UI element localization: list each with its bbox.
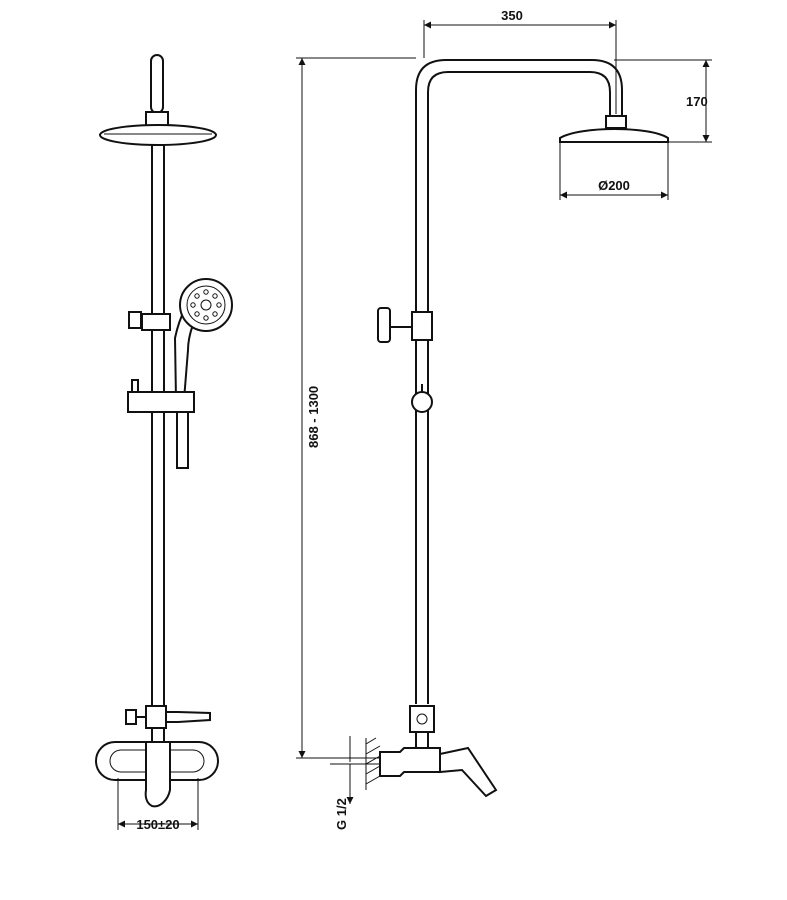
height-range-label: 868 - 1300 — [306, 386, 321, 448]
riser-top-cap — [150, 54, 164, 114]
side-view: G 1/2 — [310, 59, 669, 830]
riser-lower-side — [415, 731, 429, 749]
hand-shower-holder — [127, 391, 195, 413]
rain-head-side — [559, 128, 669, 143]
inlet-spacing-label: 150±20 — [136, 817, 179, 832]
diverter-left — [125, 709, 137, 725]
diverter-side — [409, 705, 435, 733]
height-knob-side — [377, 307, 391, 343]
clamp-side — [411, 311, 433, 341]
head-joint — [605, 115, 627, 129]
front-view: 150±20 — [95, 54, 233, 832]
overhead-arm-outer — [415, 59, 623, 704]
inlet-thread-label: G 1/2 — [334, 798, 349, 830]
hose-grip — [176, 411, 189, 469]
head-connector — [145, 111, 169, 127]
diverter-lever — [165, 711, 211, 723]
overhead-arm-inner — [427, 71, 611, 704]
height-knob-front — [128, 311, 142, 329]
rain-head-front — [99, 124, 217, 146]
head-diameter-label: Ø200 — [598, 178, 630, 193]
riser-pipe-front — [151, 144, 165, 711]
mixer-lever-front — [144, 741, 171, 808]
holder-side — [411, 391, 433, 413]
slider-clamp — [141, 313, 171, 331]
mixer-lever-side — [439, 746, 498, 798]
diverter-body — [145, 705, 167, 729]
hand-shower-face — [179, 278, 233, 332]
mixer-body-side — [379, 747, 441, 777]
width-label: 350 — [501, 8, 523, 23]
dimension-lines: 350 170 Ø200 868 - 1300 — [296, 8, 712, 759]
drop-label: 170 — [686, 94, 708, 109]
